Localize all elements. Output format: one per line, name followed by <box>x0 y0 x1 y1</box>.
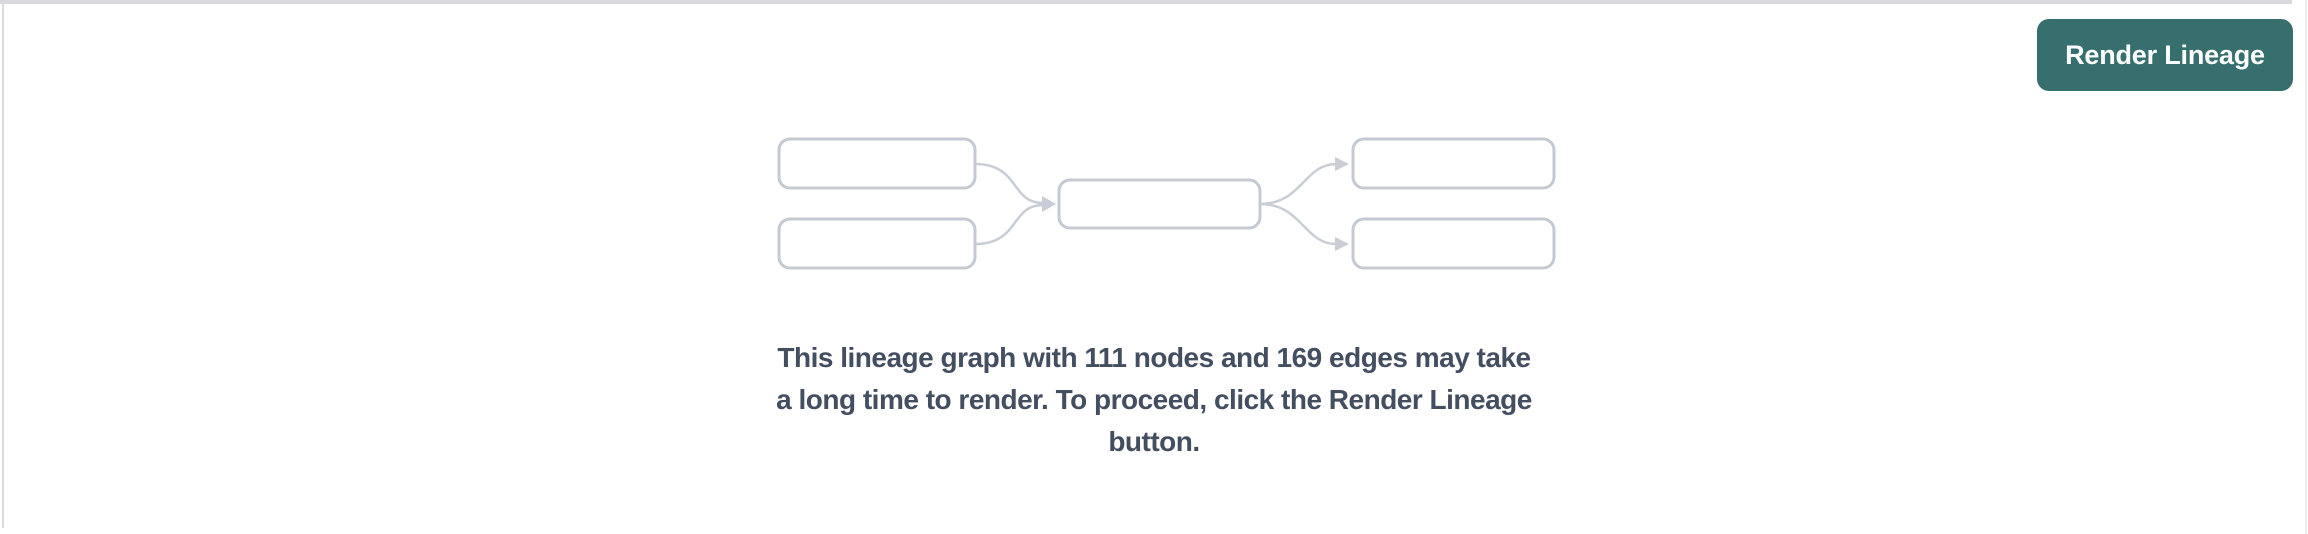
top-divider <box>0 0 2292 4</box>
upstream-node-top <box>777 137 977 190</box>
lineage-placeholder-illustration <box>0 110 2308 300</box>
left-divider <box>2 4 4 528</box>
right-divider <box>2305 0 2307 534</box>
downstream-node-bottom <box>1351 217 1556 270</box>
center-node <box>1057 178 1262 230</box>
lineage-warning-message: This lineage graph with 111 nodes and 16… <box>776 342 1532 457</box>
downstream-node-top <box>1351 137 1556 190</box>
upstream-node-bottom <box>777 217 977 270</box>
lineage-graph-icon <box>777 137 1556 270</box>
render-lineage-button[interactable]: Render Lineage <box>2037 19 2293 91</box>
